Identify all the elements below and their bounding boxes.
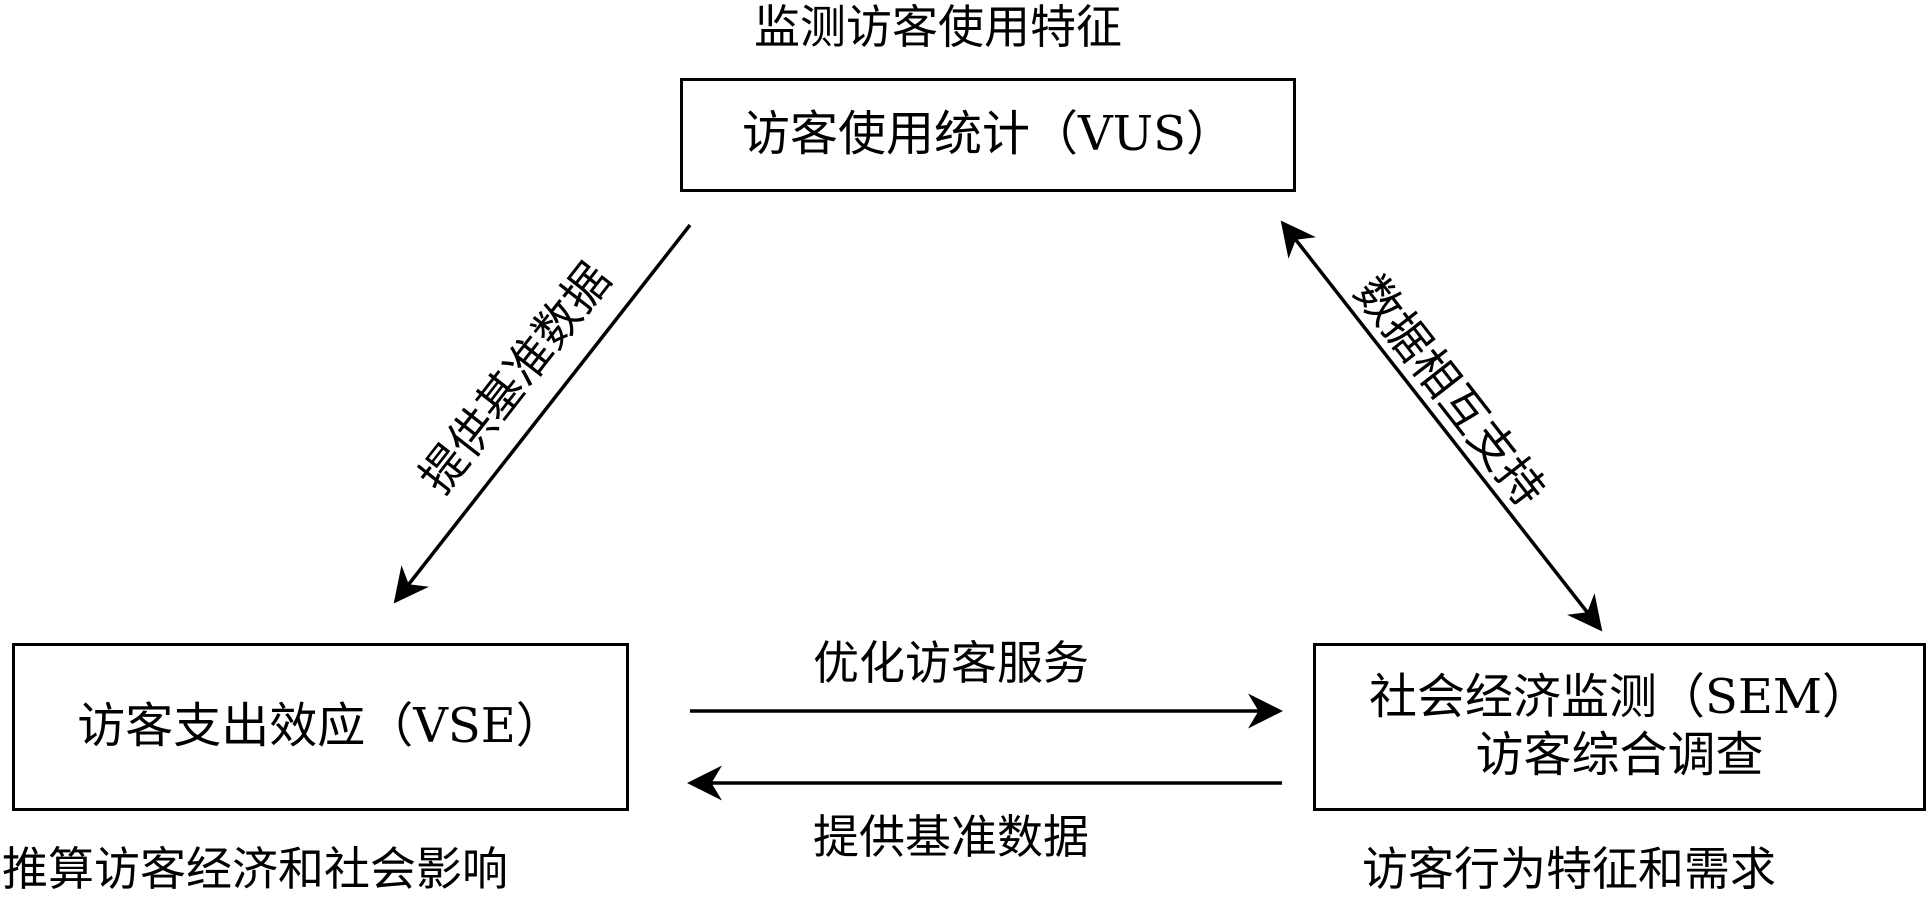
node-vus: 访客使用统计（VUS）: [680, 78, 1296, 192]
node-sem-line-2: 访客综合调查: [1475, 727, 1764, 783]
node-vus-label: 访客使用统计（VUS）: [741, 106, 1234, 163]
edge-label-provide-baseline-bottom: 提供基准数据: [813, 810, 1089, 864]
node-sem-line-1: 社会经济监测（SEM）: [1368, 669, 1871, 726]
top-caption: 监测访客使用特征: [754, 0, 1122, 54]
edge-vus-sem-double-arrow: [1280, 220, 1603, 632]
edge-label-optimize-service: 优化访客服务: [813, 636, 1089, 690]
edge-vus-to-vse-arrow: [393, 223, 692, 604]
node-vse-label: 访客支出效应（VSE）: [77, 698, 564, 755]
sem-caption: 访客行为特征和需求: [1362, 842, 1776, 896]
node-vse: 访客支出效应（VSE）: [12, 643, 629, 811]
vse-caption: 推算访客经济和社会影响: [2, 842, 508, 896]
node-sem: 社会经济监测（SEM） 访客综合调查: [1313, 643, 1926, 811]
